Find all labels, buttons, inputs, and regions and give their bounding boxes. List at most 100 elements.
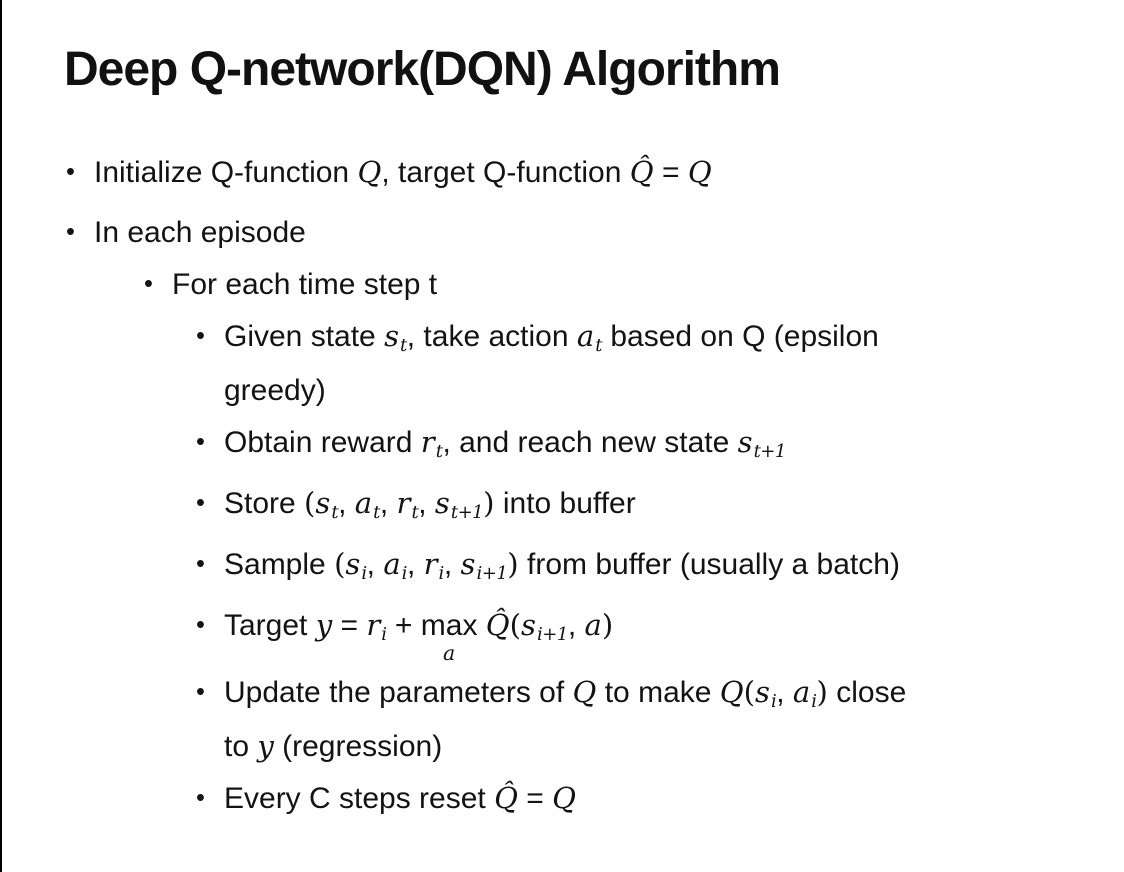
math-subscript: i xyxy=(770,691,777,713)
bullet-text: Every C steps reset Q̂ = Q xyxy=(224,776,1096,821)
slide-left-border xyxy=(0,0,2,872)
operator-under: a xyxy=(443,640,456,665)
math-segment: ri xyxy=(366,608,387,646)
text-segment: into buffer xyxy=(494,487,636,521)
bullet-list: •Initialize Q-function Q, target Q-funct… xyxy=(66,150,1096,821)
bullet-glyph: • xyxy=(196,322,205,350)
math-segment: si xyxy=(755,675,777,713)
math-segment: st+1 xyxy=(434,486,484,524)
math-delimiter: ( xyxy=(334,547,346,582)
bullet-text: Given state st, take action at based on … xyxy=(224,314,1096,413)
math-delimiter: ( xyxy=(304,486,316,521)
text-segment: from buffer (usually a batch) xyxy=(518,548,900,582)
bullet-item: •Initialize Q-function Q, target Q-funct… xyxy=(66,150,1096,195)
math-segment: ai xyxy=(792,675,817,713)
math-subscript: i xyxy=(401,563,408,585)
bullet-item: •Sample (si, ai, ri, si+1) from buffer (… xyxy=(66,542,1096,596)
text-segment xyxy=(477,609,485,642)
text-segment: Sample xyxy=(224,548,335,582)
math-segment: Q xyxy=(357,155,382,189)
text-segment: = xyxy=(653,156,688,189)
text-segment: Target xyxy=(224,609,316,643)
math-segment: Q xyxy=(572,675,597,710)
text-segment: based on Q (epsilon xyxy=(601,320,879,353)
math-segment: si+1 xyxy=(460,547,508,585)
text-segment: , xyxy=(338,487,355,521)
text-segment: = xyxy=(332,609,367,643)
math-segment: ri xyxy=(423,547,445,585)
bullet-glyph: • xyxy=(66,158,75,186)
math-segment: Q xyxy=(552,781,577,816)
math-delimiter: ( xyxy=(743,675,755,710)
math-delimiter: ( xyxy=(509,608,522,643)
bullet-item: •Update the parameters of Q to make Q(si… xyxy=(66,670,1096,769)
text-segment: Every C steps reset xyxy=(224,782,495,816)
math-segment: at xyxy=(354,486,381,524)
bullet-text: Obtain reward rt, and reach new state st… xyxy=(224,420,1096,474)
math-subscript: t+1 xyxy=(753,441,787,463)
bullet-item: • For each time step t xyxy=(66,262,1096,307)
math-segment: Q xyxy=(687,155,712,189)
operator-base: max xyxy=(420,609,478,643)
text-segment: close xyxy=(827,676,907,710)
math-segment: st xyxy=(315,486,339,524)
math-subscript: i xyxy=(811,691,817,713)
text-segment: to make xyxy=(596,676,720,710)
math-subscript: t+1 xyxy=(450,502,484,524)
slide-title: Deep Q-network(DQN) Algorithm xyxy=(64,43,781,96)
math-subscript: t xyxy=(400,335,407,357)
bullet-text: For each time step t xyxy=(172,262,1096,307)
text-segment: = xyxy=(517,782,553,816)
text-segment: , xyxy=(567,609,585,643)
math-segment: st+1 xyxy=(737,425,787,463)
math-subscript: i+1 xyxy=(476,563,508,585)
math-segment: y xyxy=(315,608,333,643)
math-subscript: i xyxy=(381,624,387,646)
bullet-item: •Given state st, take action at based on… xyxy=(66,314,1096,413)
math-segment: a xyxy=(584,608,602,643)
text-segment: , target Q-function xyxy=(381,156,630,189)
math-subscript: i xyxy=(438,563,445,585)
text-segment: (regression) xyxy=(273,730,443,764)
text-segment: Initialize Q-function xyxy=(94,156,358,189)
text-segment: + xyxy=(386,609,421,643)
bullet-glyph: • xyxy=(196,784,205,813)
math-delimiter: ) xyxy=(816,675,828,710)
text-segment: Store xyxy=(224,487,305,521)
bullet-glyph: • xyxy=(196,428,205,457)
math-segment: y xyxy=(257,729,274,764)
text-segment: Update the parameters of xyxy=(224,676,573,710)
bullet-glyph: • xyxy=(144,270,153,298)
math-subscript: i+1 xyxy=(536,624,568,646)
math-segment: st xyxy=(384,319,407,357)
text-segment: , xyxy=(776,676,793,710)
text-segment: , xyxy=(418,487,435,521)
math-subscript: t xyxy=(331,502,339,524)
text-segment: , xyxy=(366,548,384,582)
math-subscript: i xyxy=(361,563,367,585)
math-segment: si xyxy=(345,547,367,585)
bullet-item: •In each episode xyxy=(66,210,1096,255)
math-segment: ai xyxy=(383,547,408,585)
bullet-glyph: • xyxy=(196,550,205,579)
text-segment: to xyxy=(224,730,258,764)
bullet-glyph: • xyxy=(196,489,205,518)
bullet-text: Update the parameters of Q to make Q(si,… xyxy=(224,670,1096,769)
math-segment: Q̂ xyxy=(485,608,510,643)
text-segment: For each time step t xyxy=(172,268,438,301)
text-segment: Obtain reward xyxy=(224,426,421,460)
text-segment: greedy) xyxy=(224,374,326,408)
bullet-glyph: • xyxy=(196,678,205,707)
math-delimiter: ) xyxy=(483,486,495,521)
math-segment: si+1 xyxy=(521,608,568,646)
text-segment: , xyxy=(406,548,424,582)
text-segment: , take action xyxy=(406,320,577,353)
bullet-text: In each episode xyxy=(94,210,1096,255)
math-segment: Q̂ xyxy=(494,781,518,816)
math-segment: rt xyxy=(396,486,419,524)
text-segment: In each episode xyxy=(94,216,306,249)
math-delimiter: ) xyxy=(507,547,519,582)
math-segment: at xyxy=(576,319,603,357)
